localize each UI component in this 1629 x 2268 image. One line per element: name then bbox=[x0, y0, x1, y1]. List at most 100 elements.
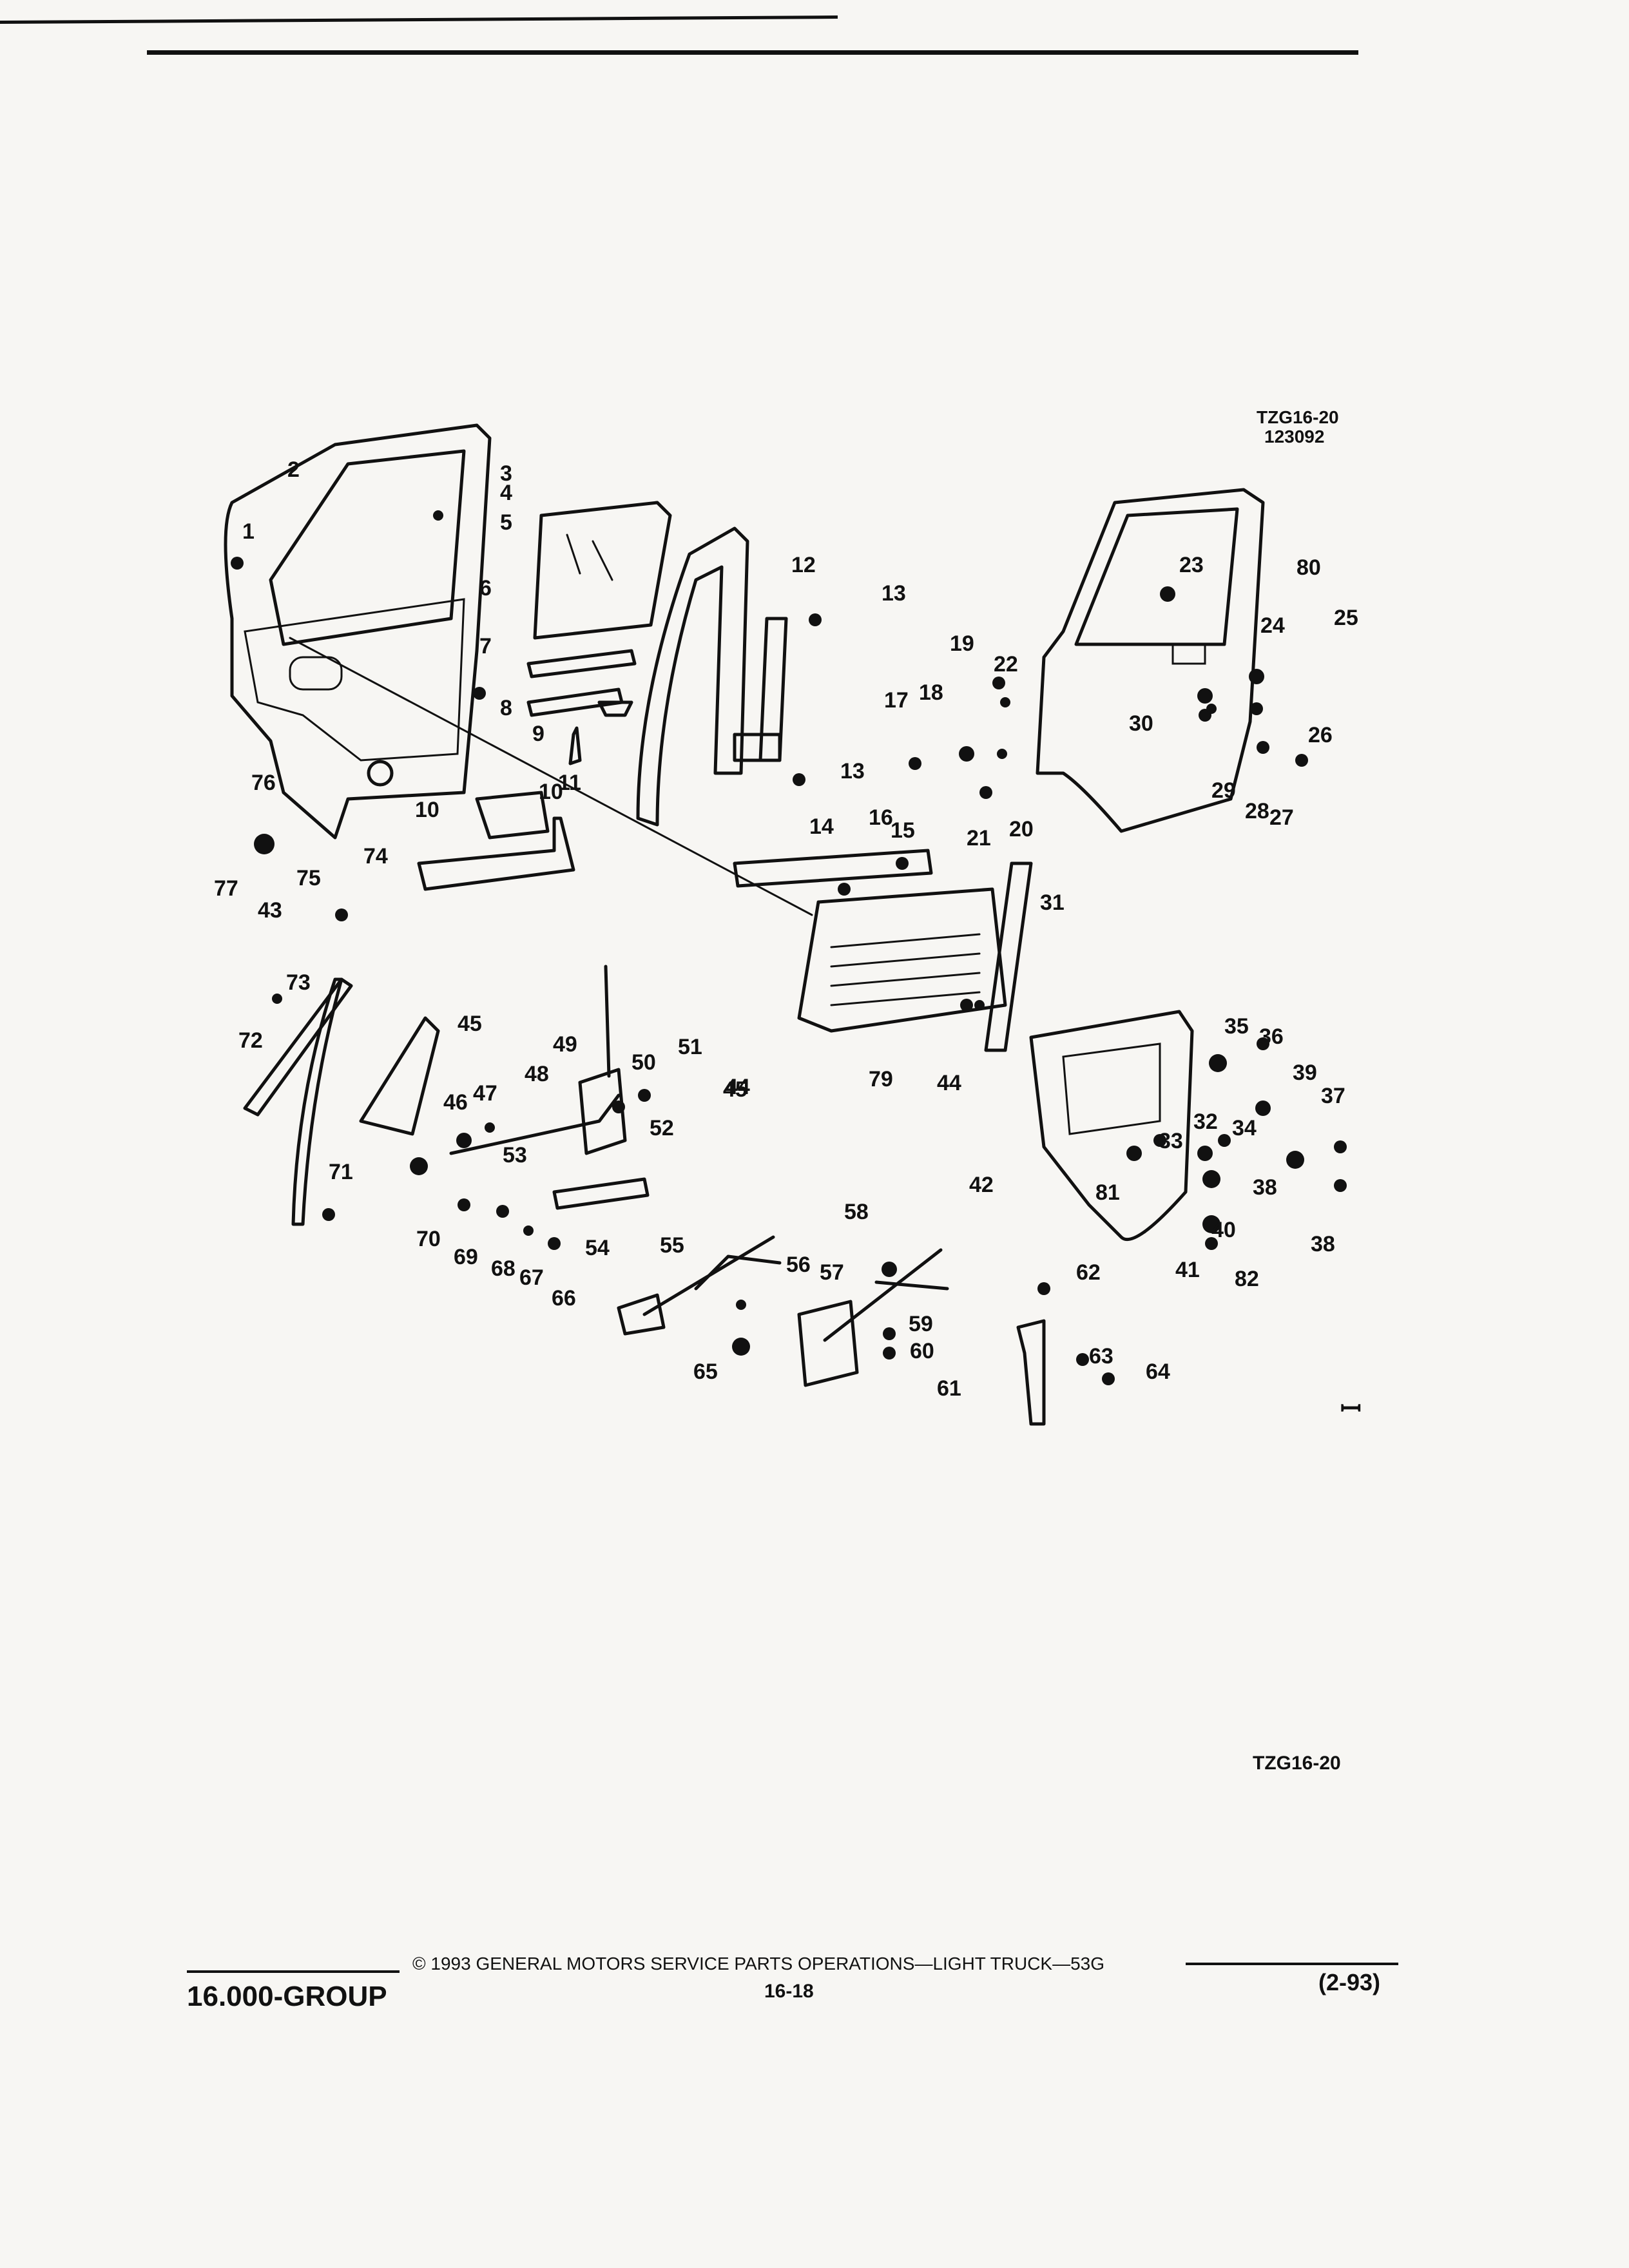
front-door-handle-cavity bbox=[289, 656, 343, 691]
handle-41 bbox=[1202, 1170, 1220, 1188]
clip-73 bbox=[272, 994, 282, 1004]
sash-strip-upper bbox=[526, 649, 637, 678]
clip-10 bbox=[597, 700, 633, 717]
washer-50 bbox=[612, 1100, 625, 1113]
trim-panel-ribs bbox=[830, 933, 981, 1006]
callout-74: 74 bbox=[363, 844, 388, 869]
callout-44: 44 bbox=[726, 1075, 750, 1099]
screw-37 bbox=[1257, 1037, 1269, 1050]
callout-13: 13 bbox=[840, 759, 865, 783]
knob-70 bbox=[410, 1157, 428, 1175]
bezel-39 bbox=[1286, 1151, 1304, 1169]
washer-67 bbox=[523, 1225, 534, 1236]
callout-17: 17 bbox=[884, 688, 909, 713]
bolt-13-lower bbox=[793, 773, 805, 786]
assembly-leader bbox=[289, 637, 813, 916]
callout-11: 11 bbox=[558, 771, 581, 795]
callout-10: 10 bbox=[415, 798, 439, 822]
bolt-13-upper bbox=[809, 613, 822, 626]
callout-60: 60 bbox=[910, 1339, 934, 1363]
callout-2: 2 bbox=[287, 457, 300, 482]
callout-28: 28 bbox=[1245, 799, 1269, 823]
vent-frame-72 bbox=[243, 977, 353, 1117]
callout-45: 45 bbox=[458, 1012, 482, 1036]
front-door-window-opening bbox=[269, 449, 466, 646]
pin-21 bbox=[997, 749, 1007, 759]
callout-56: 56 bbox=[786, 1253, 811, 1277]
vent-division-channel bbox=[291, 977, 343, 1226]
callout-55: 55 bbox=[660, 1233, 684, 1258]
callout-57: 57 bbox=[820, 1260, 844, 1285]
callout-35: 35 bbox=[1224, 1014, 1249, 1039]
rear-door-window bbox=[1074, 507, 1239, 646]
callout-73: 73 bbox=[286, 970, 311, 995]
callout-69: 69 bbox=[454, 1245, 478, 1269]
callout-58: 58 bbox=[844, 1200, 869, 1224]
callout-68: 68 bbox=[491, 1256, 516, 1281]
callout-19: 19 bbox=[950, 631, 974, 656]
footer-date: (2-93) bbox=[1318, 1969, 1381, 1995]
bolt-18 bbox=[909, 757, 921, 770]
callout-16: 16 bbox=[869, 805, 893, 830]
clip-68 bbox=[496, 1205, 509, 1218]
callout-72: 72 bbox=[238, 1028, 263, 1053]
nut-30 bbox=[1197, 688, 1213, 704]
callout-38: 38 bbox=[1311, 1232, 1335, 1256]
handle-36 bbox=[1209, 1054, 1227, 1072]
callout-31: 31 bbox=[1040, 890, 1065, 915]
callout-63: 63 bbox=[1089, 1344, 1113, 1369]
callout-62: 62 bbox=[1076, 1260, 1101, 1285]
screw-8 bbox=[473, 687, 486, 700]
bushing-81 bbox=[1126, 1146, 1142, 1161]
callout-26: 26 bbox=[1308, 723, 1333, 747]
callout-71: 71 bbox=[329, 1160, 353, 1184]
callout-14: 14 bbox=[809, 814, 834, 839]
rod-40 bbox=[1255, 1100, 1271, 1116]
top-rule-lower bbox=[147, 50, 1358, 55]
callout-30: 30 bbox=[1129, 711, 1153, 736]
callout-80: 80 bbox=[1296, 555, 1321, 580]
clip-46 bbox=[456, 1133, 472, 1148]
callout-81: 81 bbox=[1095, 1180, 1120, 1205]
footer-group: 16.000-GROUP bbox=[187, 1981, 387, 2012]
lock-25 bbox=[1250, 702, 1263, 715]
clip-47 bbox=[485, 1122, 495, 1133]
corner-symbol: ꟷ bbox=[1340, 1395, 1362, 1423]
callout-3: 3 bbox=[500, 461, 512, 486]
callout-38: 38 bbox=[1253, 1175, 1277, 1200]
callout-46: 46 bbox=[443, 1090, 468, 1115]
callout-9: 9 bbox=[532, 722, 545, 746]
screw-79 bbox=[974, 1000, 985, 1010]
front-door-inner-panel bbox=[244, 598, 465, 762]
footer-copyright: © 1993 GENERAL MOTORS SERVICE PARTS OPER… bbox=[412, 1954, 1105, 1974]
figure-code-top: TZG16-20 bbox=[1257, 407, 1339, 427]
callout-44: 44 bbox=[937, 1071, 961, 1095]
screw-42 bbox=[1205, 1237, 1218, 1250]
rear-door-handle-recess bbox=[1171, 643, 1206, 665]
clip-11 bbox=[568, 726, 582, 765]
window-regulator-57 bbox=[797, 1248, 949, 1387]
callout-33: 33 bbox=[1159, 1129, 1183, 1153]
callout-59: 59 bbox=[909, 1312, 933, 1336]
callout-77: 77 bbox=[214, 876, 238, 901]
callout-75: 75 bbox=[296, 866, 321, 890]
bolt-38-upper bbox=[1334, 1140, 1347, 1153]
callout-39: 39 bbox=[1293, 1061, 1317, 1085]
washer-63 bbox=[1076, 1353, 1089, 1366]
callout-22: 22 bbox=[994, 652, 1018, 677]
bolt-69 bbox=[458, 1198, 470, 1211]
callout-47: 47 bbox=[473, 1081, 497, 1106]
glass-run-channel bbox=[636, 526, 749, 827]
glass-run-strip bbox=[733, 849, 933, 888]
callout-34: 34 bbox=[1232, 1116, 1257, 1140]
callout-41: 41 bbox=[1175, 1258, 1200, 1282]
callout-12: 12 bbox=[791, 553, 816, 577]
footer-page-number: 16-18 bbox=[764, 1981, 814, 2002]
stop-23 bbox=[1000, 697, 1010, 707]
rear-door-outer-panel bbox=[1036, 488, 1265, 833]
lock-cylinder-29 bbox=[1257, 741, 1269, 754]
callout-45: 45 bbox=[723, 1077, 747, 1102]
callout-50: 50 bbox=[631, 1050, 656, 1075]
callout-23: 23 bbox=[1179, 553, 1204, 577]
